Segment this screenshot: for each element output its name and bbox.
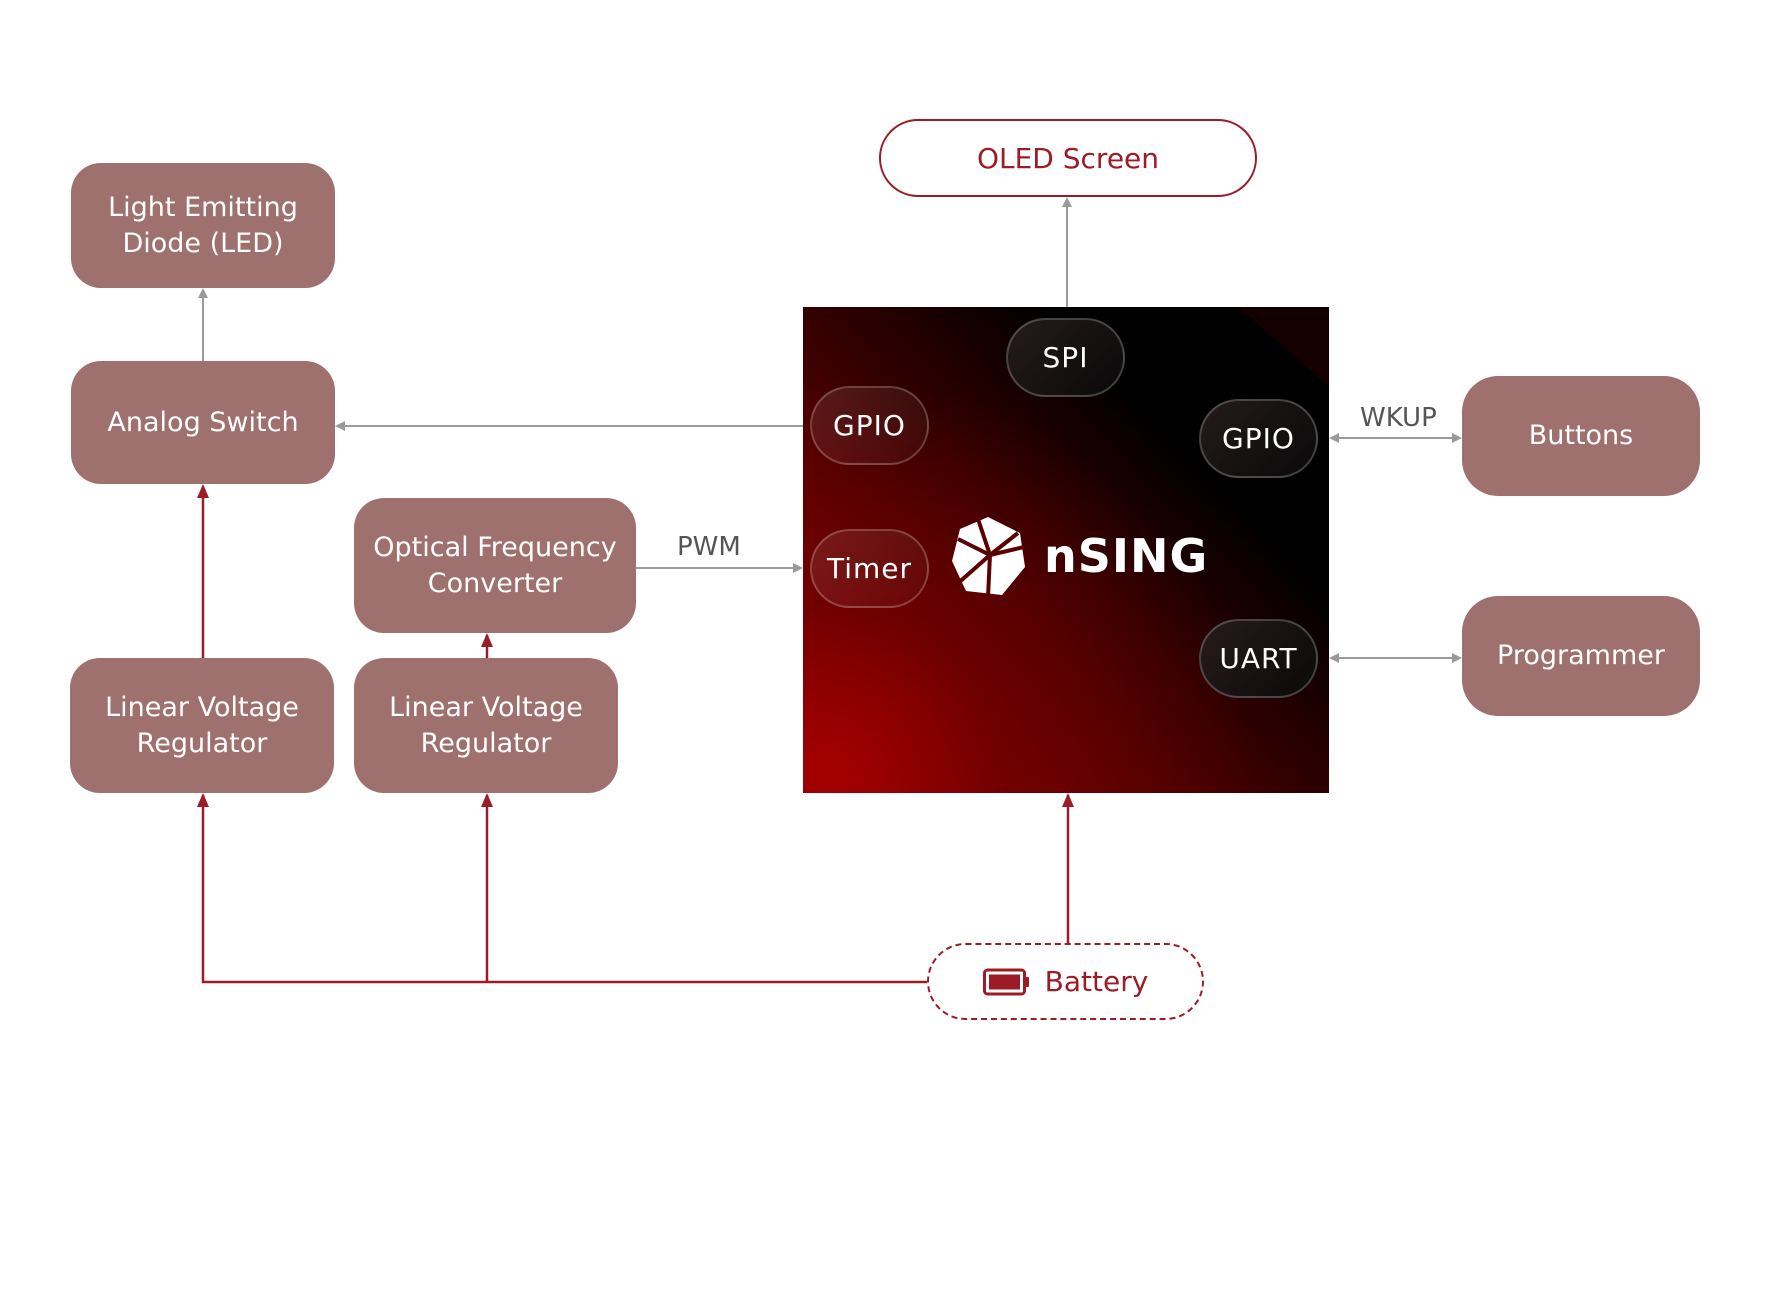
programmer-label: Programmer: [1497, 640, 1665, 671]
lvr-block-2: Linear Voltage Regulator: [354, 658, 618, 793]
brand-name: nSING: [1044, 529, 1209, 583]
gpio-left-label: GPIO: [833, 409, 906, 442]
gpio-right-label: GPIO: [1222, 422, 1295, 455]
analog-switch-block: Analog Switch: [71, 361, 335, 484]
lvr-1-label: Linear Voltage Regulator: [105, 691, 299, 759]
uart-label: UART: [1219, 642, 1298, 675]
gpio-left-pill: GPIO: [810, 386, 929, 465]
led-block: Light Emitting Diode (LED): [71, 163, 335, 288]
optical-converter-block: Optical Frequency Converter: [354, 498, 636, 633]
nsing-logo: nSING: [950, 514, 1208, 598]
programmer-block: Programmer: [1462, 596, 1700, 716]
battery-block: Battery: [927, 943, 1204, 1020]
buttons-block: Buttons: [1462, 376, 1700, 496]
lvr-block-1: Linear Voltage Regulator: [70, 658, 334, 793]
gpio-right-pill: GPIO: [1199, 399, 1318, 478]
lvr-2-label: Linear Voltage Regulator: [389, 691, 583, 759]
optical-converter-label: Optical Frequency Converter: [373, 531, 617, 599]
led-label: Light Emitting Diode (LED): [108, 191, 298, 259]
pwm-label: PWM: [677, 532, 741, 562]
timer-label: Timer: [826, 552, 913, 585]
spi-label: SPI: [1042, 341, 1089, 374]
oled-screen-block: OLED Screen: [879, 119, 1257, 197]
battery-label: Battery: [1044, 965, 1149, 998]
timer-pill: Timer: [810, 529, 929, 608]
chip-sheen: [1239, 307, 1329, 387]
uart-pill: UART: [1199, 619, 1318, 698]
wkup-label: WKUP: [1360, 403, 1437, 433]
buttons-label: Buttons: [1528, 420, 1634, 451]
nsing-logo-icon: [952, 517, 1025, 597]
spi-pill: SPI: [1006, 318, 1125, 397]
battery-icon: [982, 968, 1029, 995]
analog-switch-label: Analog Switch: [107, 406, 299, 438]
oled-label: OLED Screen: [976, 141, 1160, 175]
wire-battery-bus: [197, 793, 927, 984]
